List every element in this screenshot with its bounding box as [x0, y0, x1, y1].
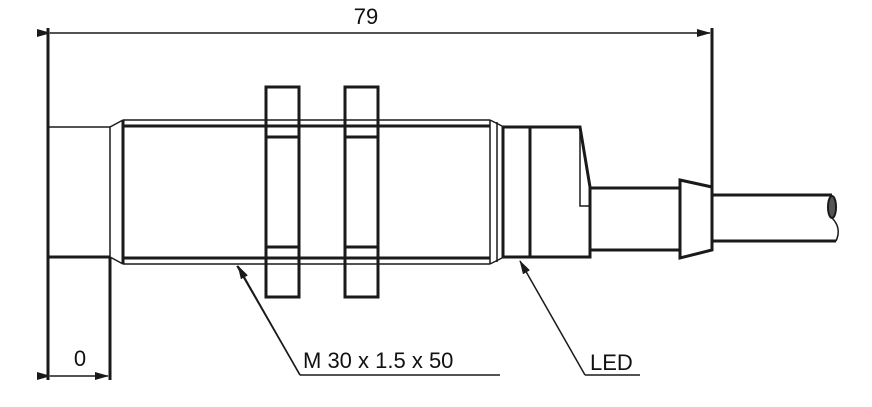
- cable: [712, 193, 839, 243]
- lock-nut-1: [264, 85, 301, 299]
- dimension-label-79: 79: [354, 4, 378, 29]
- cable-sleeve: [590, 178, 714, 260]
- sensing-face: [48, 119, 124, 265]
- led-label: LED: [590, 350, 633, 375]
- dimension-label-0: 0: [74, 346, 86, 371]
- threaded-body: [121, 119, 503, 265]
- led-ring: [501, 125, 532, 259]
- thread-label: M 30 x 1.5 x 50: [303, 348, 453, 373]
- rear-housing: [530, 125, 592, 259]
- lock-nut-2: [343, 85, 380, 299]
